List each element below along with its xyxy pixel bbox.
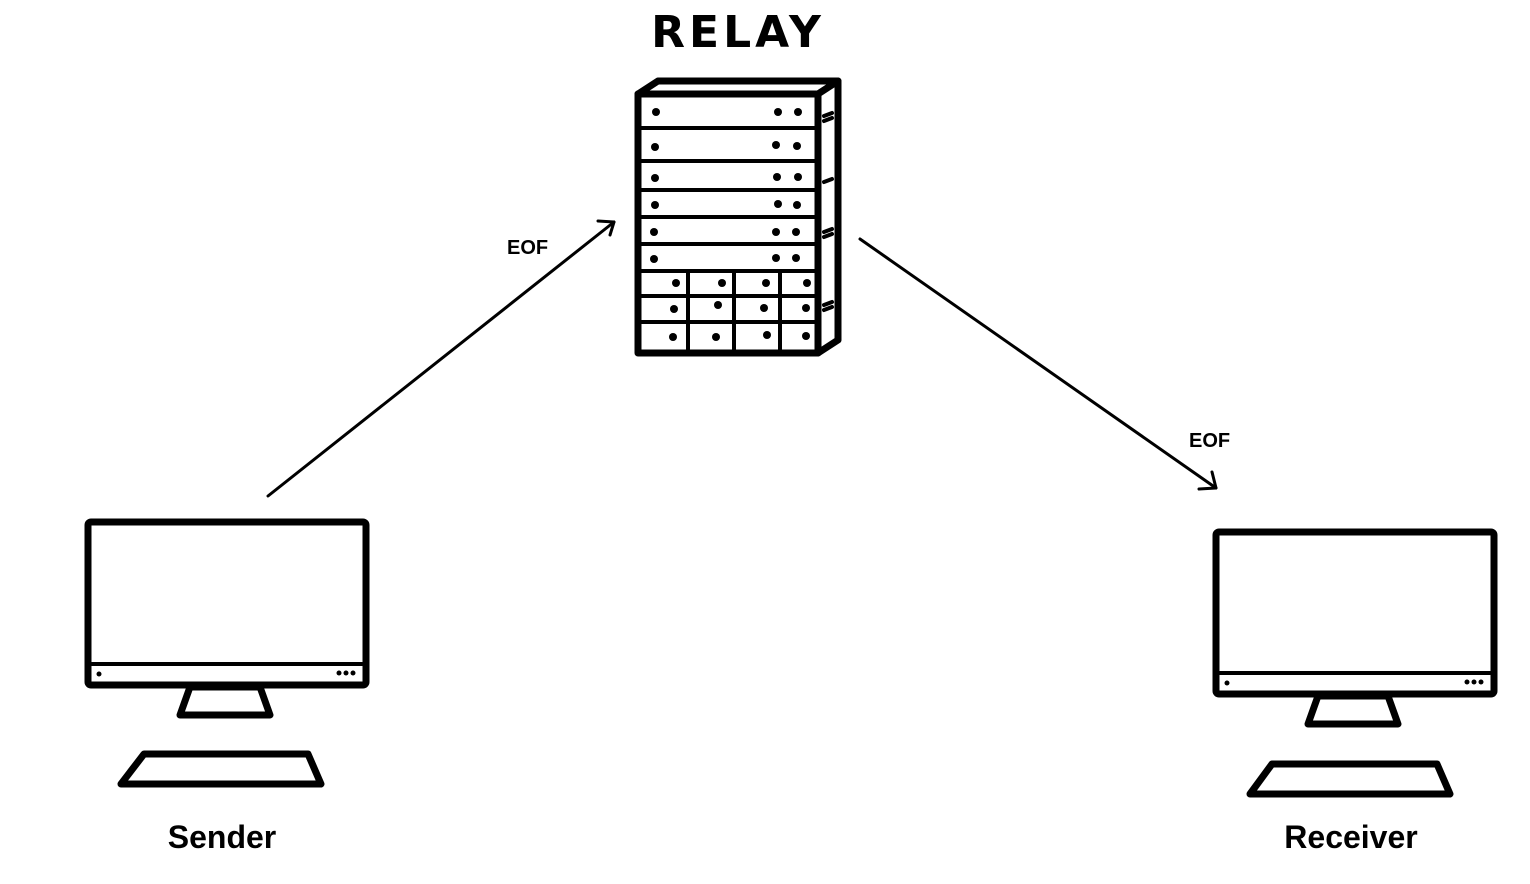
relay-title: RELAY [651,7,825,58]
desktop-computer-icon [84,518,370,788]
edge-label-sender-relay: EOF [507,237,548,259]
desktop-computer-icon [1212,528,1498,798]
arrow-line [266,220,616,498]
edge-sender-to-relay [266,219,616,498]
arrowhead-icon [596,219,616,237]
receiver-label: Receiver [1284,819,1417,855]
arrowhead-icon [1197,470,1218,491]
sender-label: Sender [168,819,276,855]
edge-label-relay-receiver: EOF [1189,430,1230,452]
edge-relay-to-receiver [858,237,1218,491]
arrow-line [858,237,1218,490]
server-rack-icon [634,77,842,357]
